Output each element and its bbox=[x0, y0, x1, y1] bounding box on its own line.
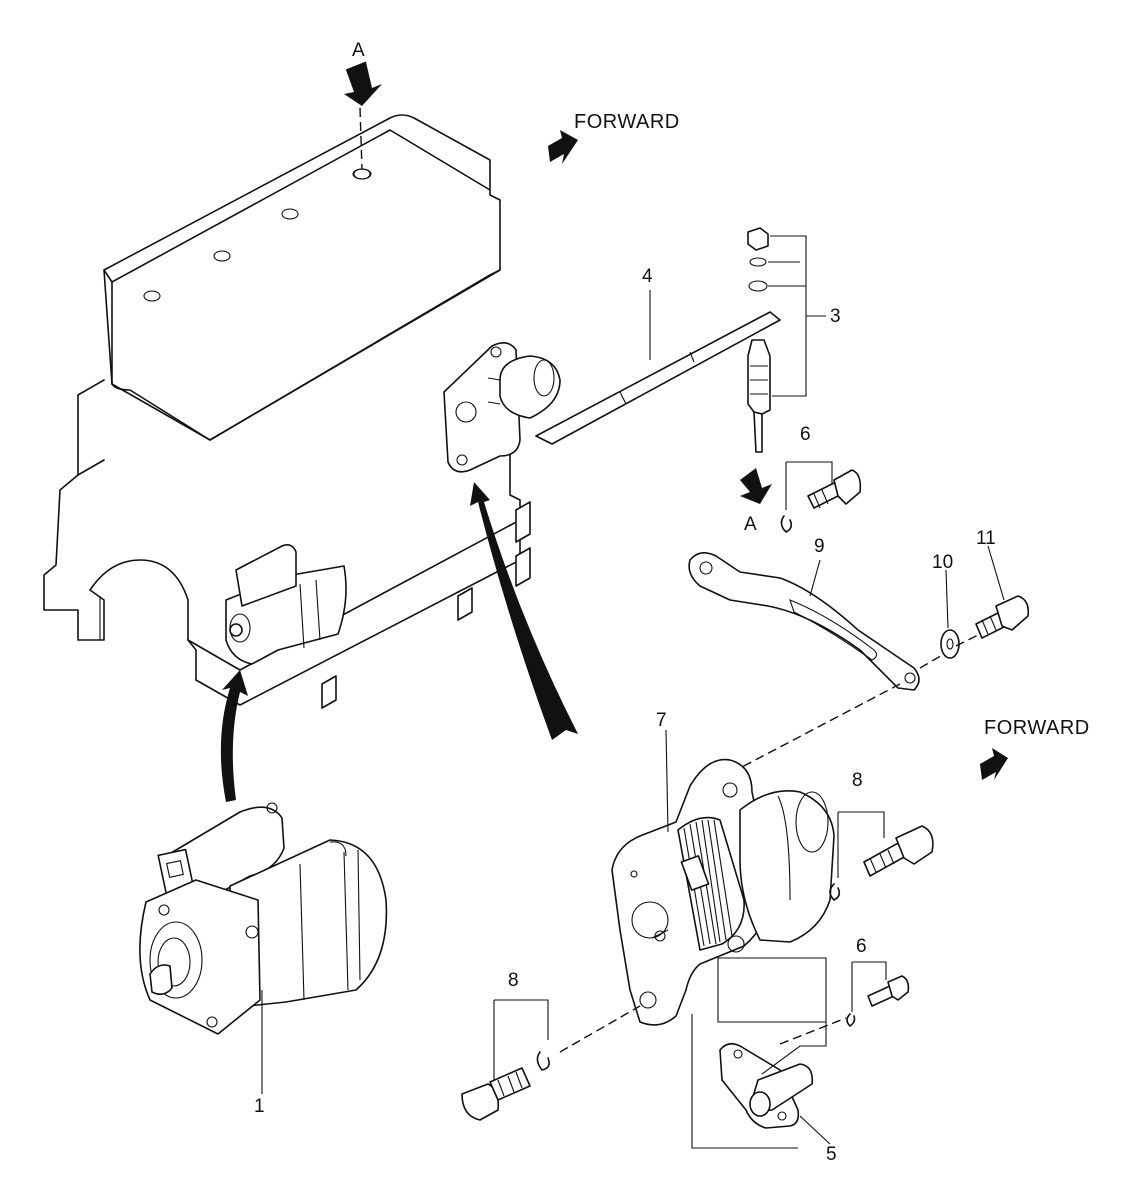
view-a-bottom-label: A bbox=[744, 514, 757, 535]
group-bracket-line bbox=[691, 1014, 798, 1149]
view-a-top-arrow: A bbox=[344, 40, 382, 180]
callout-1: 1 bbox=[254, 1096, 265, 1117]
install-arrow-starter bbox=[220, 670, 248, 802]
part-8-left-bolt: 8 bbox=[461, 970, 641, 1121]
install-arrow-pump bbox=[470, 482, 578, 740]
callout-3: 3 bbox=[830, 306, 841, 327]
callout-11: 11 bbox=[976, 528, 996, 549]
callout-5: 5 bbox=[826, 1144, 837, 1165]
installed-injection-pump bbox=[443, 342, 561, 473]
view-a-top-label: A bbox=[352, 40, 365, 61]
part-4-plate: 4 bbox=[535, 266, 781, 445]
part-10-washer: 10 bbox=[932, 552, 960, 659]
forward-right-arrow: FORWARD bbox=[980, 717, 1090, 780]
installed-starter bbox=[225, 544, 347, 665]
part-6-lower-bolt: 6 bbox=[779, 936, 910, 1045]
part-6-upper-bolt: 6 bbox=[780, 424, 862, 533]
part-5-pin-bracket: 5 bbox=[717, 957, 837, 1165]
part-1-starter-motor: 1 bbox=[139, 802, 388, 1117]
alignment-line-bracket bbox=[739, 683, 901, 769]
forward-top-arrow: FORWARD bbox=[548, 111, 680, 164]
callout-6-lower: 6 bbox=[856, 936, 867, 957]
callout-8-right: 8 bbox=[852, 770, 863, 791]
forward-top-label: FORWARD bbox=[574, 111, 680, 133]
forward-right-label: FORWARD bbox=[984, 717, 1090, 739]
part-7-injection-pump: 7 bbox=[611, 710, 835, 1026]
part-11-bolt: 11 bbox=[919, 528, 1030, 669]
callout-6-upper: 6 bbox=[800, 424, 811, 445]
callout-10: 10 bbox=[932, 552, 953, 573]
callout-7: 7 bbox=[656, 710, 667, 731]
view-a-bottom-arrow: A bbox=[740, 468, 772, 535]
part-8-right-bolt: 8 bbox=[829, 770, 934, 901]
part-9-bracket: 9 bbox=[688, 536, 920, 691]
part-3-glow-plug-assembly: 3 bbox=[747, 227, 841, 453]
callout-4: 4 bbox=[642, 266, 653, 287]
callout-8-left: 8 bbox=[508, 970, 519, 991]
callout-9: 9 bbox=[814, 536, 825, 557]
